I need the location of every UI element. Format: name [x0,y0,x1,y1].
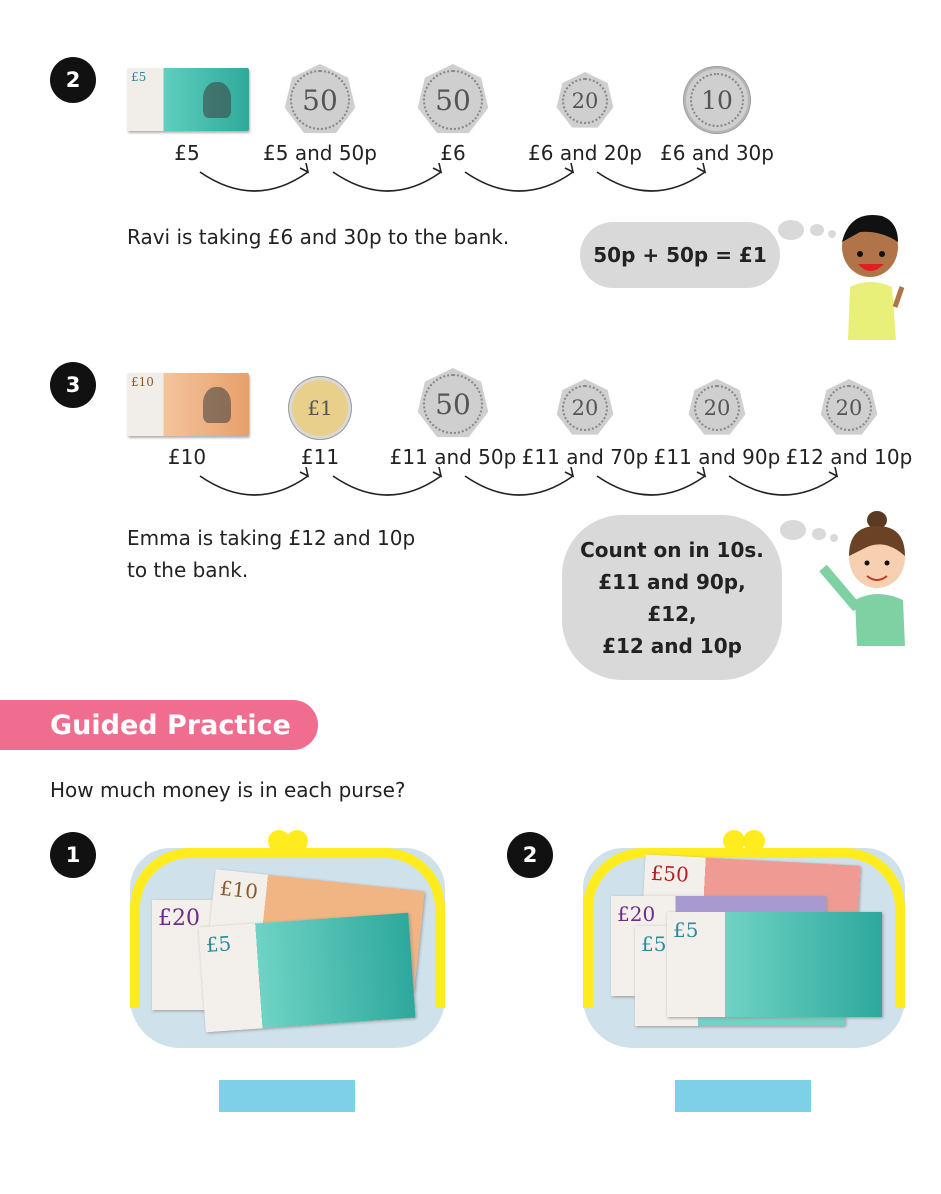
twenty-pence-coin: 20 [820,379,878,435]
count-on-arrows [199,162,707,192]
note-value: £20 [617,902,656,926]
question-number-badge: 1 [50,832,96,878]
note-value: £5 [204,931,233,957]
answer-box-2[interactable] [675,1080,811,1112]
purse-2: £50 £20 £5 £5 [583,830,905,1048]
thought-text: £12, [647,601,697,626]
note-value: £5 [131,70,147,84]
ravi-illustration [842,215,905,340]
count-on-arrows [199,466,839,496]
ten-pound-note: £10 [127,373,249,436]
amount-label: £11 and 50p [389,445,517,469]
note-value: £5 [641,932,667,956]
amount-label: £11 and 90p [653,445,781,469]
thought-text: £12 and 10p [602,633,742,658]
amount-label: £10 [167,445,207,469]
five-pound-note: £5 [127,68,249,131]
amount-labels: £5 £5 and 50p £6 £6 and 20p £6 and 30p [0,141,941,171]
note-value: £20 [158,906,200,931]
amount-label: £5 and 50p [263,141,377,165]
fifty-pence-coin: 50 [417,368,489,438]
fifty-pence-coin: 50 [284,64,356,134]
thought-bubble: Count on in 10s. £11 and 90p, £12, £12 a… [562,515,782,680]
question-text: How much money is in each purse? [50,778,406,802]
amount-label: £11 and 70p [521,445,649,469]
one-pound-coin: £1 [292,380,348,436]
thought-text: Count on in 10s. [580,537,764,562]
twenty-pence-coin: 20 [556,72,614,128]
amount-label: £6 and 20p [528,141,642,165]
amount-label: £5 [174,141,200,165]
thought-bubble: 50p + 50p = £1 [580,222,780,288]
note-value: £5 [673,918,699,942]
amount-label: £6 and 30p [660,141,774,165]
twenty-pence-coin: 20 [688,379,746,435]
amount-labels: £10 £11 £11 and 50p £11 and 70p £11 and … [0,445,941,475]
question-number-badge: 2 [507,832,553,878]
thought-text: 50p + 50p = £1 [593,243,767,267]
note-value: £10 [131,375,154,389]
sentence-line: Emma is taking £12 and 10p [127,526,416,550]
example-sentence: Ravi is taking £6 and 30p to the bank. [127,225,510,249]
example-number-badge: 2 [50,57,96,103]
sentence-line: to the bank. [127,558,249,582]
purse-1: £20 £10 £5 [130,830,445,1048]
amount-label: £11 [300,445,340,469]
ten-pence-coin: 10 [684,67,750,133]
section-title: Guided Practice [50,709,291,741]
example-number-badge: 3 [50,362,96,408]
fifty-pence-coin: 50 [417,64,489,134]
example-sentence: Emma is taking £12 and 10p to the bank. [127,522,415,586]
thought-text: £11 and 90p, [598,569,746,594]
amount-label: £12 and 10p [785,445,913,469]
answer-box-1[interactable] [219,1080,355,1112]
guided-practice-banner: Guided Practice [0,700,318,750]
twenty-pence-coin: 20 [556,379,614,435]
emma-illustration [819,511,905,646]
note-value: £50 [650,860,690,887]
amount-label: £6 [440,141,466,165]
